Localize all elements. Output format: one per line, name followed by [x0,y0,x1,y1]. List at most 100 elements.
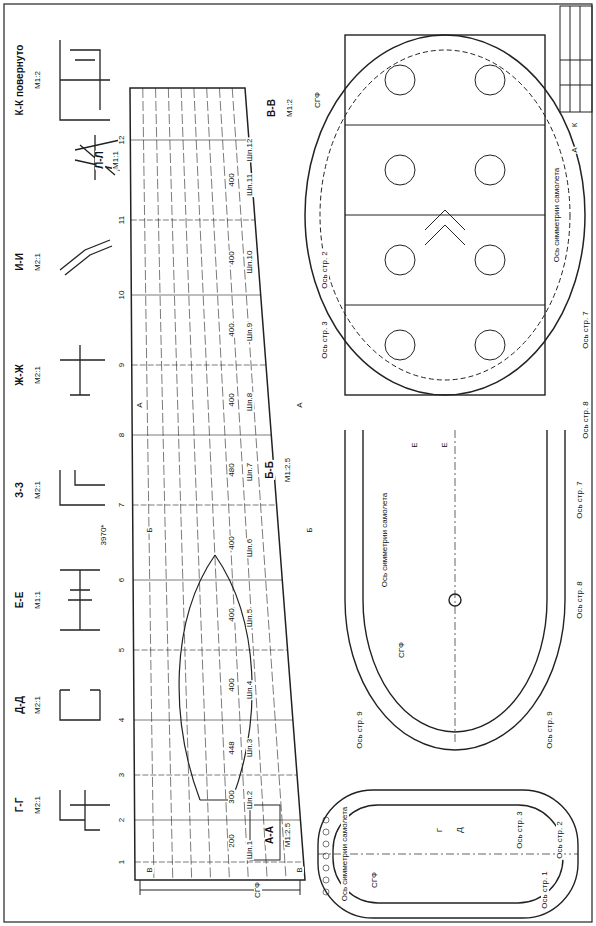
rivet-hole [323,877,329,883]
structure-line [143,88,154,880]
drawing-label: 400 [228,322,236,337]
section-title: Г-Г [15,797,25,814]
drawing-label: Ось стр. 7 [576,480,584,520]
drawing-label: Шп.8 [246,392,254,412]
drawing-label: 2 [118,817,126,823]
structure-line [135,820,301,821]
section-title: Б-Б [265,460,275,480]
title-block [560,6,592,112]
drawing-label: Ось стр. 9 [356,710,364,750]
drawing-label: М2:1 [34,252,42,272]
structure-line [131,295,260,296]
section-title: В-В [267,98,277,118]
drawing-label: Шп.3 [246,738,254,758]
sheet-border [4,4,592,922]
drawing-label: А [136,401,144,408]
section-title: Д-Д [15,695,25,715]
drawing-label: 11 [118,215,126,225]
drawing-label: Ось симметрии самолета [381,492,389,589]
drawing-label: 4 [118,717,126,723]
drawing-label: Шп.1 [246,840,254,860]
drawing-label: 3 [118,772,126,778]
structure-line [134,650,288,651]
drawing-label: СГФ [371,871,379,889]
section-title: Ж-Ж [15,363,25,386]
drawing-label: Ось стр. 2 [556,820,564,860]
drawing-label: 5 [118,647,126,653]
drawing-label: Шп.4 [246,680,254,700]
drawing-label: СГФ [254,881,262,899]
section-title: Л-Л [95,150,105,169]
drawing-label: Ось стр. 3 [516,810,524,850]
drawing-label: Б [146,526,154,533]
rivet-hole [323,853,329,859]
drawing-label: 12 [118,135,126,146]
drawing-label: Шп.6 [246,538,254,558]
drawing-label: 400 [228,607,236,622]
drawing-label: 6 [118,577,126,583]
lightening-hole [385,330,415,360]
drawing-label: СГФ [314,91,322,109]
drawing-label: М2:1 [34,480,42,500]
drawing-label: 448 [228,740,236,755]
drawing-label: 10 [118,290,126,301]
drawing-label: Шп.11 [246,173,254,197]
drawing-label: 300 [228,789,236,804]
drawing-label: Ось стр. 8 [582,400,590,440]
drawing-label: М1:1 [112,150,120,170]
section-title: Е-Е [15,591,25,610]
rivet-hole [323,865,329,871]
structure-line [207,88,249,880]
lightening-hole [475,245,505,275]
drawing-label: СГФ [398,641,406,659]
structure-line [181,88,210,880]
drawing-label: 3970* [100,524,108,547]
drawing-label: Ось стр. 9 [546,710,554,750]
drawing-label: М2:1 [34,695,42,715]
frame-oval [318,790,578,918]
drawing-label: Ось стр. 7 [582,310,590,350]
section-views [60,40,120,830]
lightening-hole [475,65,505,95]
drawing-label: Шп.10 [246,250,254,275]
drawing-label: 9 [118,362,126,368]
drawing-label: 1 [118,859,126,865]
structure-line [133,580,282,581]
section-title: А-А [265,825,275,845]
drawing-label: 400 [228,172,236,187]
structure-line [135,862,304,863]
structure-line [131,220,255,221]
structure-line [134,720,293,721]
structure-line [219,88,267,880]
section-title: К-К повернуто [15,44,25,117]
drawing-label: Шп.7 [246,462,254,482]
drawing-label: А [296,401,304,408]
drawing-label: Б [306,526,314,533]
lightening-hole [475,155,505,185]
drawing-label: А [571,146,579,153]
lightening-hole [385,65,415,95]
drawing-label: Ось стр. 8 [576,580,584,620]
drawing-label: 200 [228,833,236,848]
drawing-label: Шп.2 [246,790,254,810]
drawing-label: 7 [118,502,126,508]
section-title: З-З [15,481,25,499]
drawing-label: 480 [228,462,236,477]
drawing-label: 8 [118,432,126,438]
frame-circular [305,35,585,395]
drawing-label: М1:2.5 [284,457,292,483]
drawing-label: М2:1 [34,365,42,385]
drawing-label: М1:2 [34,70,42,90]
drawing-label: В [146,866,154,873]
drawing-label: 400 [228,535,236,550]
drawing-label: М1:1 [34,590,42,610]
rivet-hole [323,841,329,847]
structure-line [132,435,271,436]
structure-line [156,88,173,880]
lightening-hole [475,330,505,360]
rivet-hole [323,829,329,835]
structure-line [133,505,277,506]
fuselage-side-view [130,88,305,895]
